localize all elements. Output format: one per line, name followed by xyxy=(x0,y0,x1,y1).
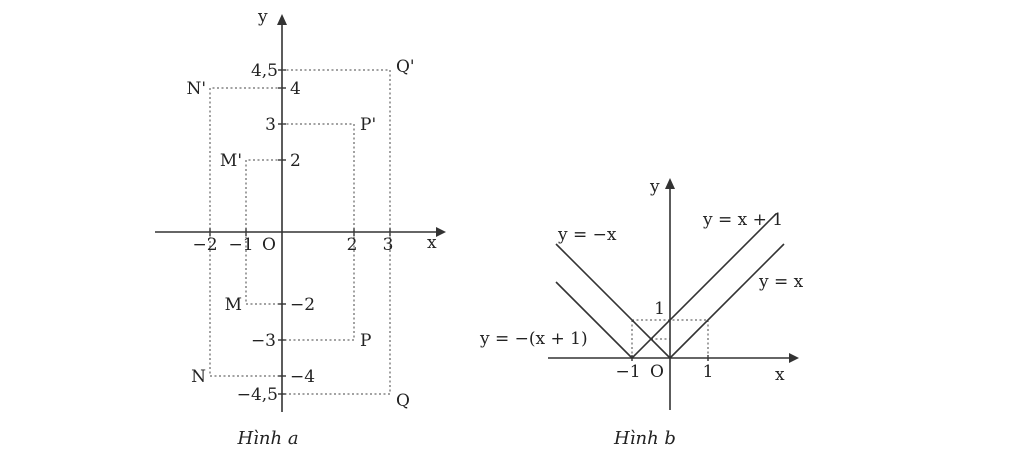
line-label-y-x: y = x xyxy=(758,272,804,292)
y-tick-label: −3 xyxy=(251,331,276,351)
x-tick-label: −2 xyxy=(192,235,217,255)
line-label-y-x-1: y = −(x + 1) xyxy=(479,329,588,349)
y-tick-label: −4,5 xyxy=(237,385,278,405)
x-tick-label: 2 xyxy=(347,235,358,255)
point-label-q-prime: Q' xyxy=(396,57,415,77)
y-tick-label: 3 xyxy=(265,115,276,135)
point-label-n-prime: N' xyxy=(186,79,206,99)
line-label-y-x-1: y = x + 1 xyxy=(702,210,783,230)
guide-n xyxy=(209,87,282,377)
point-label-m: M xyxy=(225,295,242,315)
figure-b: x yO −1 1 1 y = −x y = x + 1 y = x y = −(x + 1) xyxy=(479,177,804,410)
x-tick-label: −1 xyxy=(615,362,640,382)
point-label-p: P xyxy=(360,331,371,351)
y-tick-label: −2 xyxy=(290,295,315,315)
y-tick-label: 2 xyxy=(290,151,301,171)
figure-b-caption: Hình b xyxy=(613,428,676,449)
guide-q xyxy=(282,69,391,395)
y-axis-arrow xyxy=(665,178,675,189)
y-axis-arrow xyxy=(277,14,287,25)
x-axis-arrow xyxy=(789,353,799,363)
y-axis-label: y xyxy=(649,177,660,197)
line-y-x-1 xyxy=(555,281,633,359)
point-label-m-prime: M' xyxy=(220,151,242,171)
figure-a-caption: Hình a xyxy=(236,428,298,449)
y-tick-label: 4,5 xyxy=(251,61,278,81)
guide-p xyxy=(282,123,355,341)
point-label-q: Q xyxy=(396,391,410,411)
guide-m xyxy=(245,159,282,305)
y-tick-label: −4 xyxy=(290,367,315,387)
line-y-x xyxy=(669,243,785,359)
x-tick-label: −1 xyxy=(228,235,253,255)
line-y-x-1 xyxy=(631,213,777,359)
point-label-p-prime: P' xyxy=(360,115,376,135)
origin-label: O xyxy=(650,362,664,382)
x-axis-arrow xyxy=(436,227,446,237)
origin-label: O xyxy=(262,235,276,255)
y-axis-label: y xyxy=(257,7,268,27)
x-axis-label: x xyxy=(775,365,785,385)
x-tick-label: 3 xyxy=(383,235,394,255)
line-label-y-x: y = −x xyxy=(557,225,617,245)
y-tick-label: 1 xyxy=(654,299,665,319)
point-label-n: N xyxy=(191,367,206,387)
x-tick-label: 1 xyxy=(703,362,714,382)
y-tick-label: 4 xyxy=(290,79,301,99)
x-axis-label: x xyxy=(427,233,437,253)
